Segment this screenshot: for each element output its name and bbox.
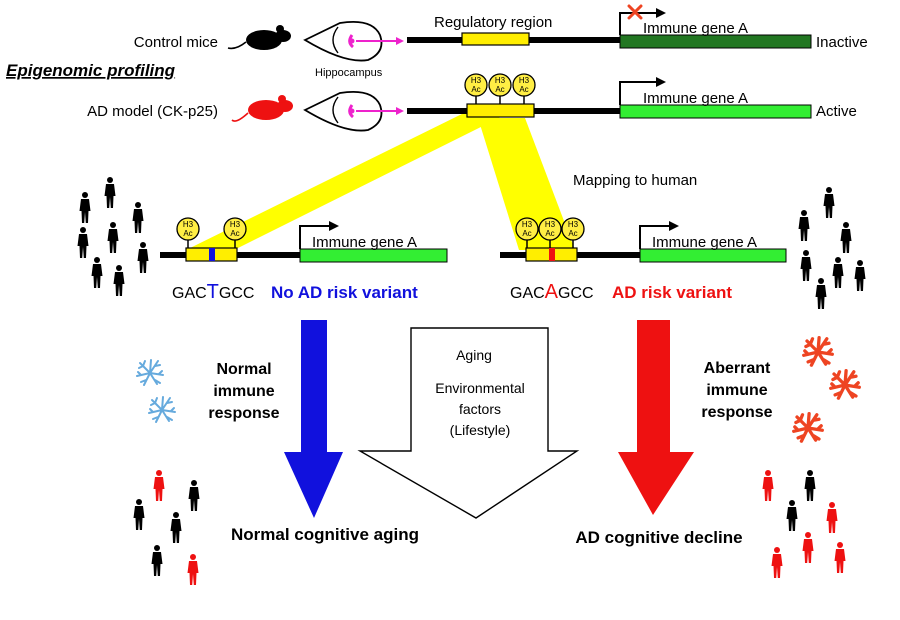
human-right-tss-arrow xyxy=(639,225,671,249)
human-left-gene-bar xyxy=(299,248,448,263)
svg-text:Ac: Ac xyxy=(183,229,192,238)
microglia-icon xyxy=(792,336,861,443)
ad-regulatory-region xyxy=(466,103,535,118)
mouse-icon xyxy=(231,95,293,122)
human-figure-icon xyxy=(798,187,866,309)
h3ac-mark: H3 Ac xyxy=(176,217,200,248)
human-figure-icon xyxy=(762,470,846,578)
aberrant-response-line2: immune xyxy=(706,382,767,399)
svg-text:Ac: Ac xyxy=(495,85,504,94)
risk-sequence: GACAGCC xyxy=(510,281,594,303)
svg-text:Ac: Ac xyxy=(519,85,528,94)
h3ac-mark: H3 Ac xyxy=(538,217,562,248)
section-title: Epigenomic profiling xyxy=(6,61,176,80)
brain-icon xyxy=(303,90,404,132)
svg-text:H3: H3 xyxy=(471,76,482,85)
protective-snp-marker xyxy=(209,248,215,261)
ad-tss-arrow xyxy=(619,81,658,105)
protective-sequence: GACTGCC xyxy=(172,281,254,303)
h3ac-mark: H3 Ac xyxy=(561,217,585,248)
svg-text:Ac: Ac xyxy=(522,229,531,238)
svg-text:H3: H3 xyxy=(519,76,530,85)
arrow-down-icon xyxy=(618,320,694,515)
factors-label: factors xyxy=(459,401,501,417)
ad-gene-label: Immune gene A xyxy=(643,90,748,107)
control-regulatory-region xyxy=(461,32,530,46)
normal-response-line2: immune xyxy=(213,383,274,400)
human-right-gene-label: Immune gene A xyxy=(652,234,757,251)
h3ac-mark: H3 Ac xyxy=(223,217,247,248)
svg-text:Ac: Ac xyxy=(230,229,239,238)
human-left-gene-label: Immune gene A xyxy=(312,234,417,251)
normal-response-line1: Normal xyxy=(216,361,271,378)
brain-icon xyxy=(303,20,404,62)
ad-outcome-label: AD cognitive decline xyxy=(575,528,742,547)
lifestyle-label: (Lifestyle) xyxy=(450,422,511,438)
mapping-shade-right xyxy=(478,118,575,250)
arrow-down-icon xyxy=(284,320,343,518)
ad-model-label: AD model (CK-p25) xyxy=(87,103,218,120)
aging-label: Aging xyxy=(456,347,492,363)
h3ac-mark: H3 Ac xyxy=(515,217,539,248)
h3ac-mark: H3 Ac xyxy=(512,73,536,104)
risk-snp-marker xyxy=(549,248,555,261)
normal-response-line3: response xyxy=(208,405,279,422)
svg-text:Ac: Ac xyxy=(545,229,554,238)
svg-text:H3: H3 xyxy=(522,220,533,229)
aberrant-response-line3: response xyxy=(701,404,772,421)
human-left-tss-arrow xyxy=(299,225,331,249)
x-mark-icon xyxy=(627,4,643,20)
mapping-shade-left xyxy=(186,110,515,250)
hippocampus-label: Hippocampus xyxy=(315,67,383,79)
normal-outcome-label: Normal cognitive aging xyxy=(231,525,419,544)
control-gene-label: Immune gene A xyxy=(643,20,748,37)
risk-variant-label: AD risk variant xyxy=(612,283,732,302)
svg-text:H3: H3 xyxy=(183,220,194,229)
control-mice-label: Control mice xyxy=(134,34,218,51)
human-right-gene-bar xyxy=(639,248,787,263)
inactive-label: Inactive xyxy=(816,34,868,51)
mouse-icon xyxy=(227,25,291,50)
microglia-icon xyxy=(136,359,176,423)
h3ac-mark: H3 Ac xyxy=(464,73,488,104)
svg-text:H3: H3 xyxy=(545,220,556,229)
svg-text:H3: H3 xyxy=(495,76,506,85)
mapping-label: Mapping to human xyxy=(573,172,697,189)
no-risk-variant-label: No AD risk variant xyxy=(271,283,418,302)
regulatory-region-label: Regulatory region xyxy=(434,14,552,31)
svg-text:Ac: Ac xyxy=(471,85,480,94)
control-gene-bar xyxy=(619,34,812,49)
ad-gene-bar xyxy=(619,104,812,119)
svg-text:H3: H3 xyxy=(568,220,579,229)
human-figure-icon xyxy=(133,470,200,585)
active-label: Active xyxy=(816,103,857,120)
svg-text:H3: H3 xyxy=(230,220,241,229)
h3ac-mark: H3 Ac xyxy=(488,73,512,104)
svg-text:Ac: Ac xyxy=(568,229,577,238)
middle-factors-arrow xyxy=(357,327,580,519)
aberrant-response-line1: Aberrant xyxy=(704,360,771,377)
environmental-label: Environmental xyxy=(435,380,525,396)
control-tss-arrow xyxy=(619,12,658,35)
human-figure-icon xyxy=(77,177,149,296)
